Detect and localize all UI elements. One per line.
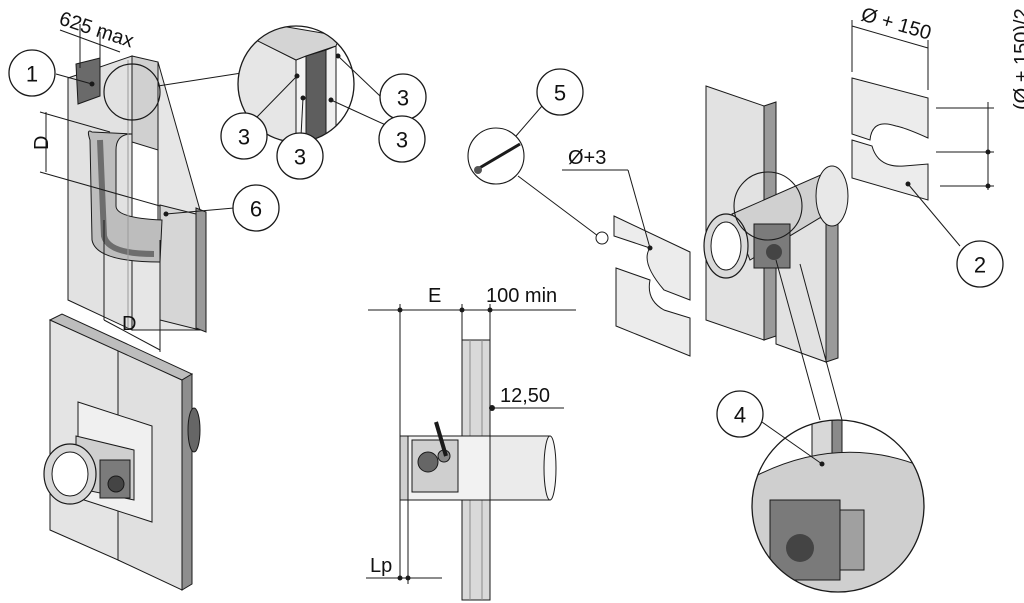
svg-text:2: 2 bbox=[974, 253, 986, 278]
split-plate-right bbox=[851, 77, 929, 201]
dimension-diam-plus-150: Ø + 150 bbox=[851, 4, 934, 90]
label-diam-plus-3: Ø+3 bbox=[568, 147, 606, 169]
svg-text:5: 5 bbox=[554, 81, 566, 106]
callout-2: 2 bbox=[905, 181, 1004, 288]
dimension-e-100min: E 100 min bbox=[368, 285, 576, 580]
callout-6: 6 bbox=[163, 184, 280, 232]
dimension-12-50: 12,50 bbox=[489, 385, 564, 411]
label-d-horizontal: D bbox=[122, 313, 136, 335]
dimension-diam-plus-150-half: (Ø + 150)/2 bbox=[936, 8, 1024, 190]
label-12-50: 12,50 bbox=[500, 385, 550, 407]
callout-3-d: 3 bbox=[328, 97, 426, 163]
svg-text:3: 3 bbox=[238, 125, 250, 150]
label-diam-plus-150-half: (Ø + 150)/2 bbox=[1011, 8, 1024, 110]
dimension-d-horizontal: D bbox=[103, 220, 161, 352]
installed-damper-illustration bbox=[43, 313, 201, 591]
callout-1: 1 bbox=[8, 49, 95, 97]
callout-4: 4 bbox=[716, 390, 825, 467]
split-plate-left: Ø+3 bbox=[562, 147, 691, 357]
label-lp: Lp bbox=[370, 555, 392, 577]
damper-closeup-detail bbox=[751, 259, 925, 593]
svg-text:3: 3 bbox=[396, 128, 408, 153]
section-view-illustration bbox=[399, 339, 557, 601]
svg-text:3: 3 bbox=[397, 86, 409, 111]
svg-text:3: 3 bbox=[294, 145, 306, 170]
dimension-lp: Lp bbox=[366, 500, 442, 584]
wall-opening-illustration bbox=[67, 55, 207, 333]
dimension-d-vertical: D bbox=[31, 111, 161, 207]
label-d-vertical: D bbox=[31, 136, 53, 150]
label-e: E bbox=[428, 285, 441, 307]
damper-assembly-illustration bbox=[703, 85, 849, 363]
svg-text:4: 4 bbox=[734, 403, 746, 428]
callout-3-b: 3 bbox=[220, 73, 300, 160]
svg-text:1: 1 bbox=[26, 62, 38, 87]
callout-3-c: 3 bbox=[276, 95, 324, 180]
callout-5: 5 bbox=[467, 68, 609, 245]
label-100-min: 100 min bbox=[486, 285, 557, 307]
svg-text:6: 6 bbox=[250, 197, 262, 222]
label-625-max: 625 max bbox=[56, 8, 136, 53]
